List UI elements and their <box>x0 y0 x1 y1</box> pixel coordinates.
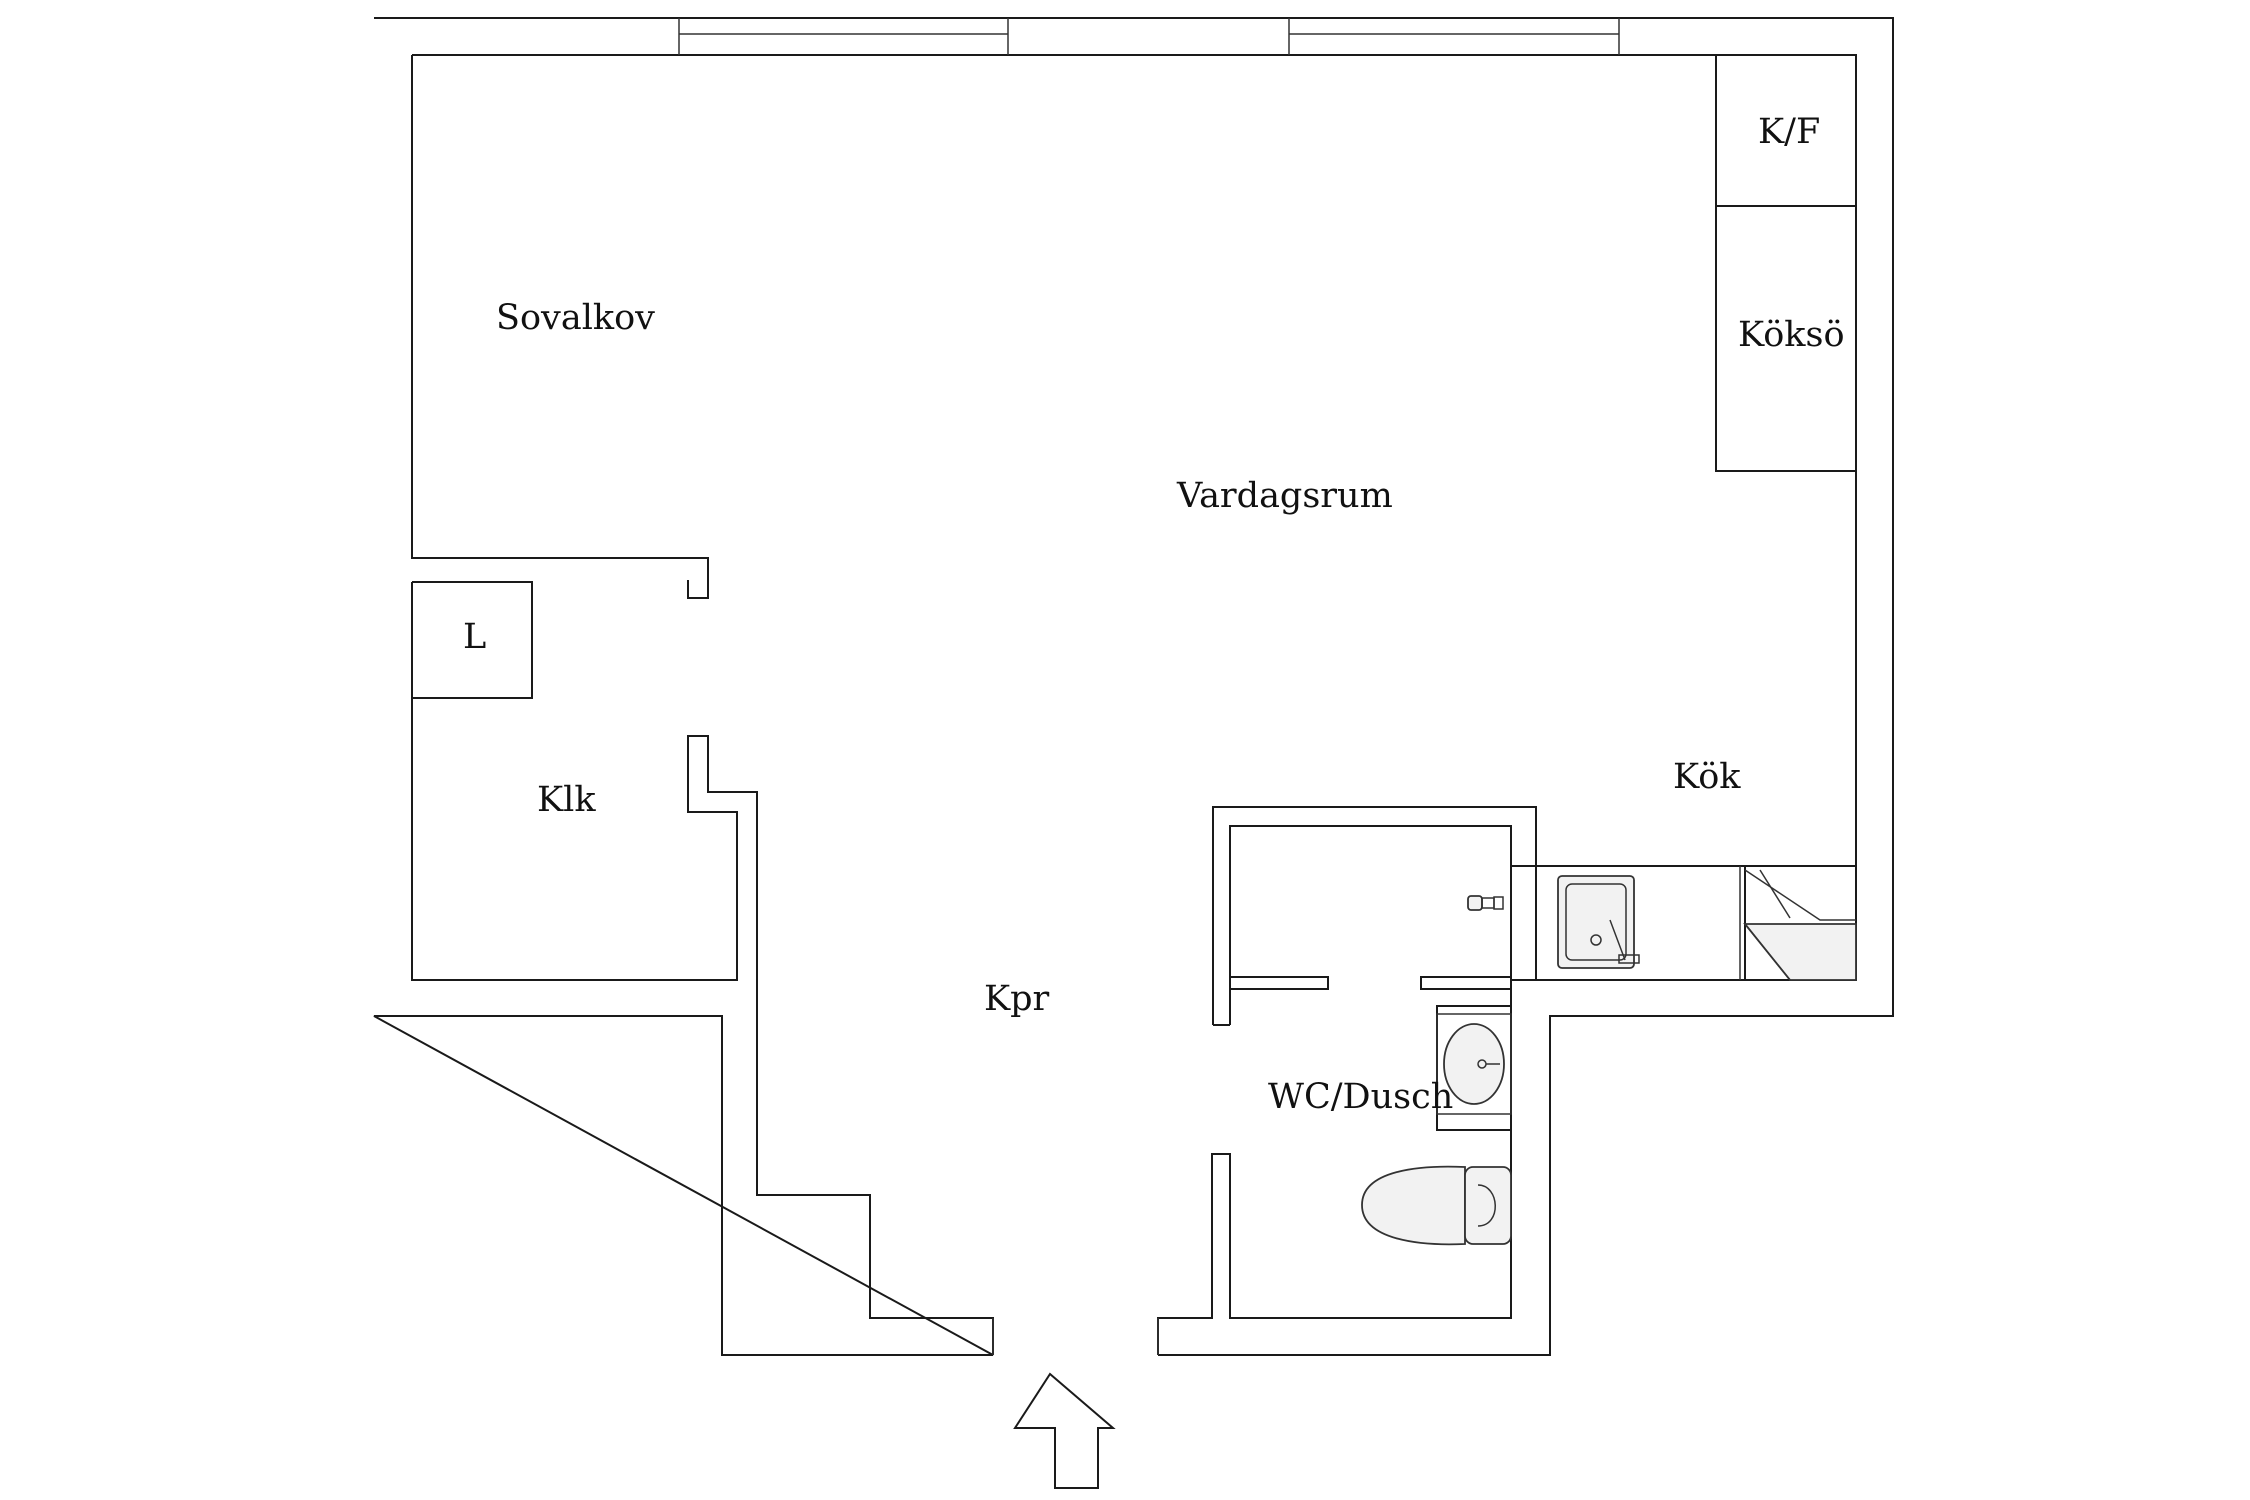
shower-head-icon <box>1467 895 1504 911</box>
room-label-klk: Klk <box>537 780 596 820</box>
stove-icon <box>1743 865 1857 981</box>
room-label-vardagsrum: Vardagsrum <box>1176 476 1393 516</box>
closet-l <box>412 581 533 699</box>
room-label-l: L <box>463 617 486 657</box>
room-label-kf: K/F <box>1758 112 1820 152</box>
kitchen-sink-icon <box>1557 875 1640 969</box>
room-label-kpr: Kpr <box>984 979 1050 1019</box>
window-right <box>1288 18 1620 55</box>
room-label-sovalkov: Sovalkov <box>496 298 655 338</box>
washbasin-icon <box>1436 1005 1512 1131</box>
bathroom-wall <box>1212 806 1537 1025</box>
window-left <box>678 18 1009 55</box>
partition-left <box>1229 976 1329 990</box>
outer-wall <box>373 17 1894 1356</box>
entrance-arrow-icon <box>1013 1372 1116 1489</box>
room-label-koksoe: Köksö <box>1738 315 1845 355</box>
kitchen-island <box>1715 205 1857 472</box>
partition-right <box>1420 976 1512 990</box>
inner-wall <box>411 54 1857 1355</box>
room-label-wc: WC/Dusch <box>1268 1077 1453 1117</box>
room-label-kok: Kök <box>1673 757 1741 797</box>
toilet-icon <box>1361 1165 1512 1246</box>
